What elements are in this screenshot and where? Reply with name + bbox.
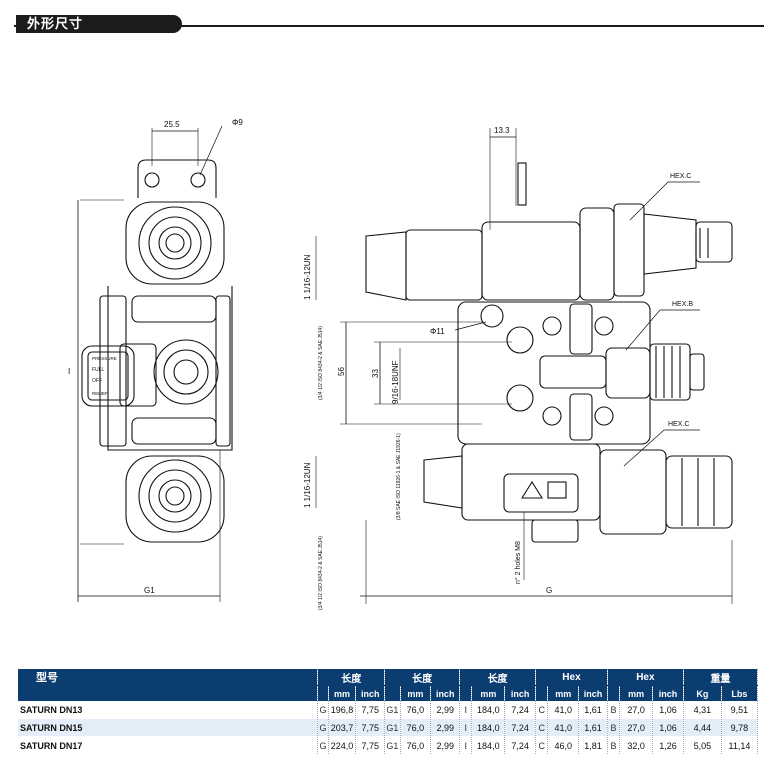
dim-width-g: G [546,586,552,595]
unit-cell: inch [578,685,608,701]
dim-phi-11: Φ11 [430,327,445,336]
unit-cell: inch [430,685,461,701]
plate-label-3: OFF [92,378,102,384]
dim-25-5: 25.5 [164,120,180,129]
unit-cell: mm [471,685,506,701]
unit-cell: mm [547,685,580,701]
thread-top-note: (3/4 1/2 ISO 8434-2 & SAE J514) [318,326,324,400]
table-header-groups: 型号 长度 长度 长度 Hex Hex 重量 [18,669,759,686]
unit-cell: mm [400,685,432,701]
col-group-length-i: 长度 [459,669,537,686]
thread-bottom: 1 1/16-12UN [303,462,312,508]
unit-cell: mm [619,685,654,701]
header-rule [14,25,764,27]
thread-top: 1 1/16-12UN [303,254,312,300]
unit-cell: mm [328,685,357,701]
header-tab [16,15,182,33]
col-group-length-g1: 长度 [384,669,461,686]
dim-56: 56 [337,367,346,376]
hex-c-bottom-label: HEX.C [668,421,689,428]
model-cell: SATURN DN15 [18,718,319,737]
col-group-length-g: 长度 [317,669,386,686]
holes-note: n° 2 holes M8 [514,541,522,584]
plate-label-4: RELIEF [92,391,108,396]
unit-cell: Kg [683,685,722,701]
col-group-weight: 重量 [683,669,759,686]
dim-hole-9: Φ9 [232,118,243,127]
unit-cell: inch [652,685,684,701]
dim-13-3: 13.3 [494,126,510,135]
dim-33: 33 [371,369,380,378]
technical-drawing: 25.5 Φ9 I G1 PRESSURE FULL OFF RELIEF 13… [68,118,733,610]
thread-mid: 9/16-18UNF [391,360,400,404]
unit-cell: inch [355,685,386,701]
plate-label-2: FULL [92,367,104,373]
thread-bottom-note: (3/4 1/2 ISO 8434-2 & SAE J514) [318,536,324,610]
hex-c-top-label: HEX.C [670,173,691,180]
section-title: 外形尺寸 [27,16,84,31]
dim-height-i: I [68,367,70,376]
plate-label-1: PRESSURE [92,356,117,361]
left-view [77,125,233,602]
col-model-header: 型号 [18,669,319,686]
col-group-hex-c: Hex [535,669,608,686]
dim-width-g1: G1 [144,586,155,595]
right-view [315,128,733,604]
col-group-hex-b: Hex [607,669,684,686]
unit-cell: inch [504,685,537,701]
thread-mid-note: (3/8 SAE ISO 11926-1 & SAE J1926-1) [396,433,402,520]
unit-cell: Lbs [721,685,759,701]
model-cell: SATURN DN17 [18,736,319,755]
model-cell: SATURN DN13 [18,701,319,719]
hex-b-label: HEX.B [672,301,693,308]
